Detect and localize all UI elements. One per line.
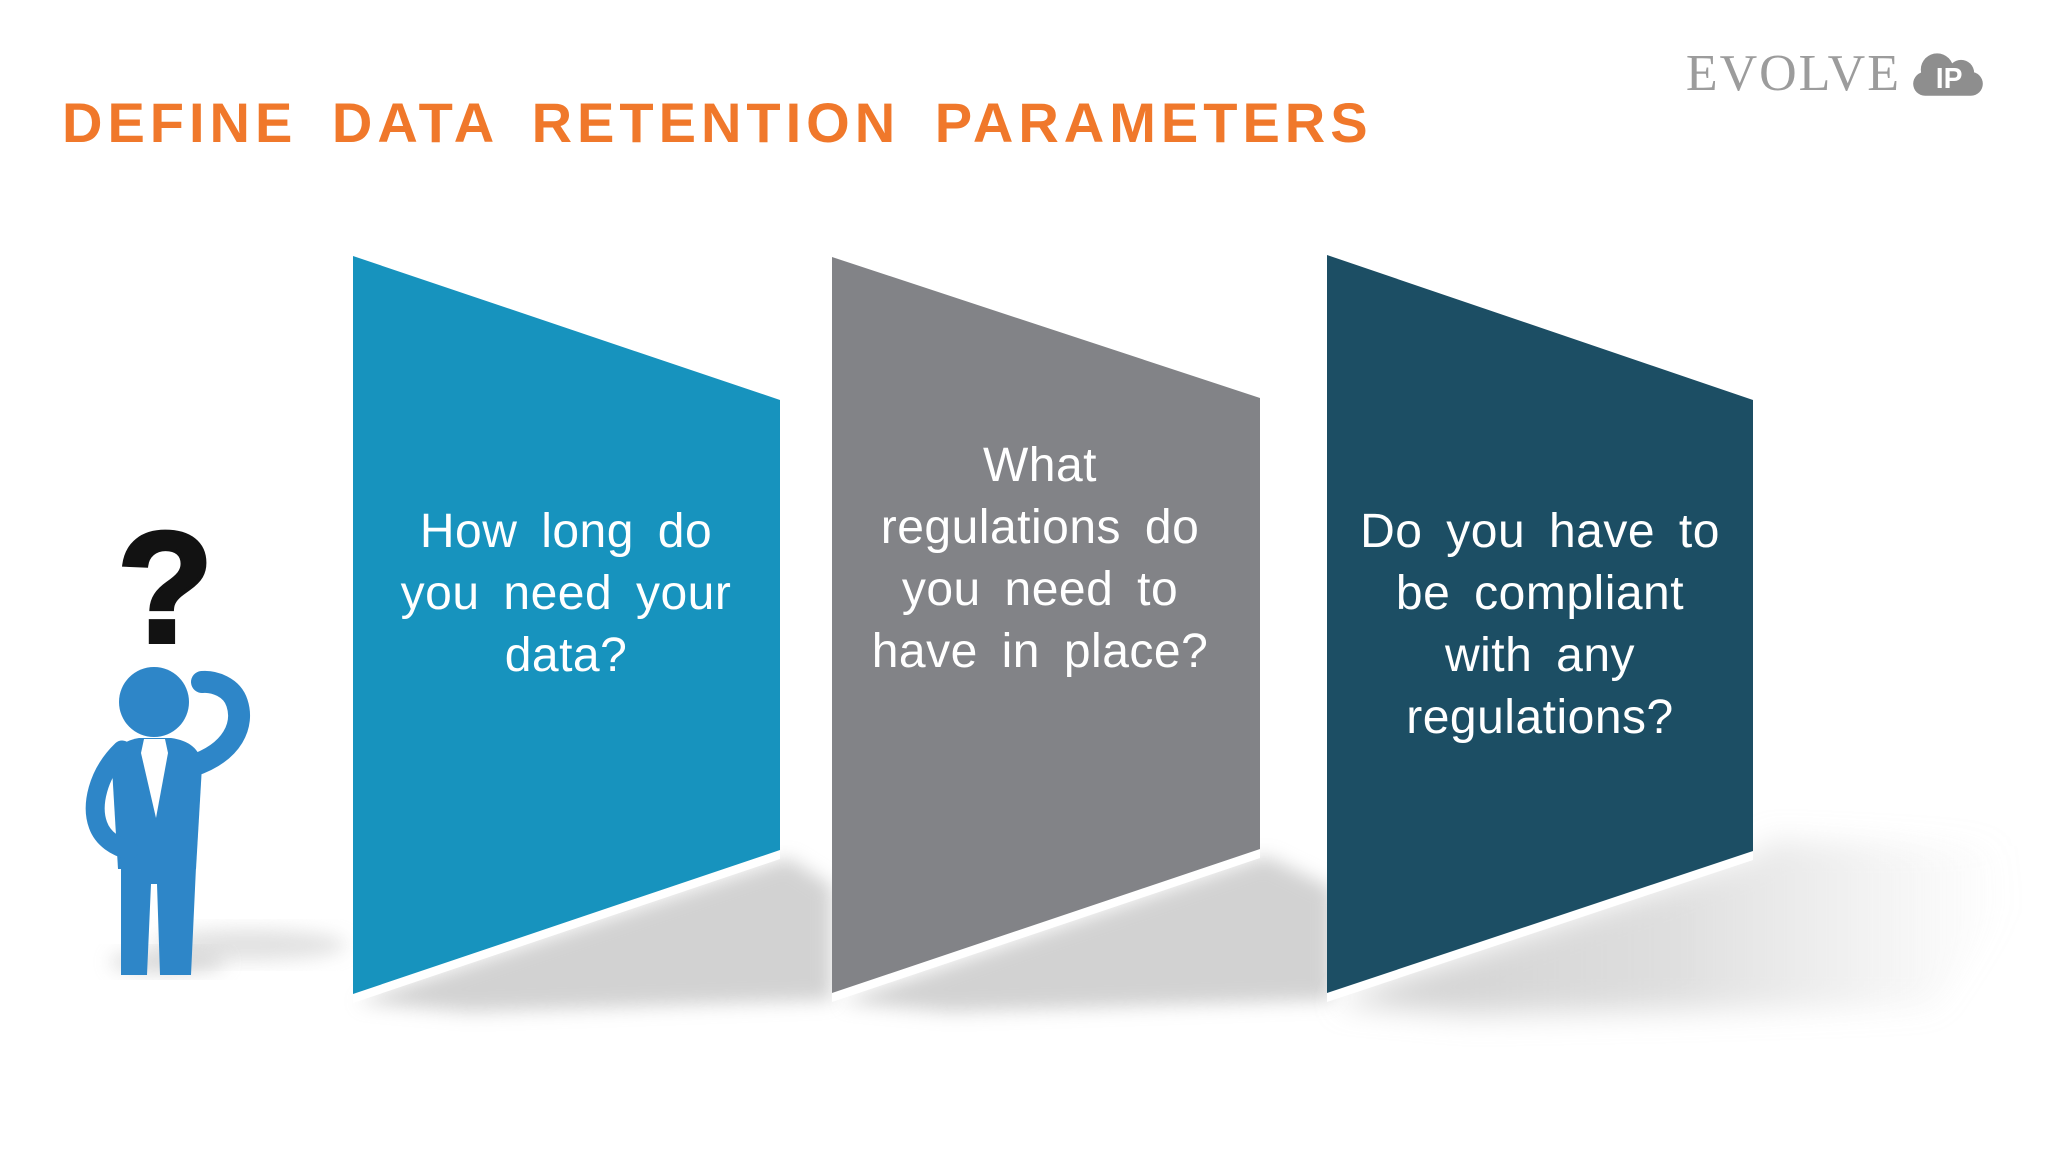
- panel-3-caption: Do you have to be compliant with any reg…: [1348, 501, 1732, 749]
- brand-badge-text: IP: [1936, 62, 1963, 94]
- person-raised-arm: [181, 670, 251, 777]
- person-head: [119, 667, 189, 737]
- panel-2-caption: What regulations do you need to have in …: [850, 435, 1230, 683]
- caption-line: regulations?: [1406, 691, 1674, 744]
- person-akimbo-arm: [85, 740, 139, 860]
- caption-line: What: [982, 439, 1098, 492]
- caption-line: regulations do: [880, 501, 1200, 554]
- cloud-icon: IP: [1913, 53, 1983, 96]
- caption-line: be compliant: [1395, 567, 1685, 620]
- caption-line: have in place?: [871, 625, 1209, 678]
- panel-3-shape: [1327, 255, 1753, 993]
- question-mark: ?: [115, 500, 215, 676]
- panel-2-shadow: [840, 856, 1332, 1012]
- brand-wordmark: EVOLVE: [1685, 45, 1901, 102]
- page-title: DEFINE DATA RETENTION PARAMETERS: [62, 91, 1373, 154]
- person-legs: [121, 867, 196, 975]
- thinking-person-figure: [85, 667, 251, 975]
- caption-line: with any: [1444, 629, 1636, 682]
- caption-line: Do you have to: [1360, 505, 1720, 558]
- caption-line: How long do: [419, 505, 713, 558]
- panel-3-shadow: [1336, 840, 2008, 1014]
- caption-line: data?: [504, 629, 628, 682]
- panel-shapes: [353, 255, 1753, 994]
- person-tie: [141, 739, 168, 818]
- brand-logo: EVOLVE IP: [1686, 48, 1985, 100]
- caption-line: you need to: [901, 563, 1179, 616]
- panel-1-caption: How long do you need your data?: [386, 501, 746, 687]
- panel-1-shape: [353, 256, 780, 994]
- panel-2-shape: [832, 257, 1260, 993]
- shadow-layer: [110, 840, 2008, 1014]
- caption-line: you need your: [400, 567, 732, 620]
- panel-1-shadow: [356, 858, 832, 1012]
